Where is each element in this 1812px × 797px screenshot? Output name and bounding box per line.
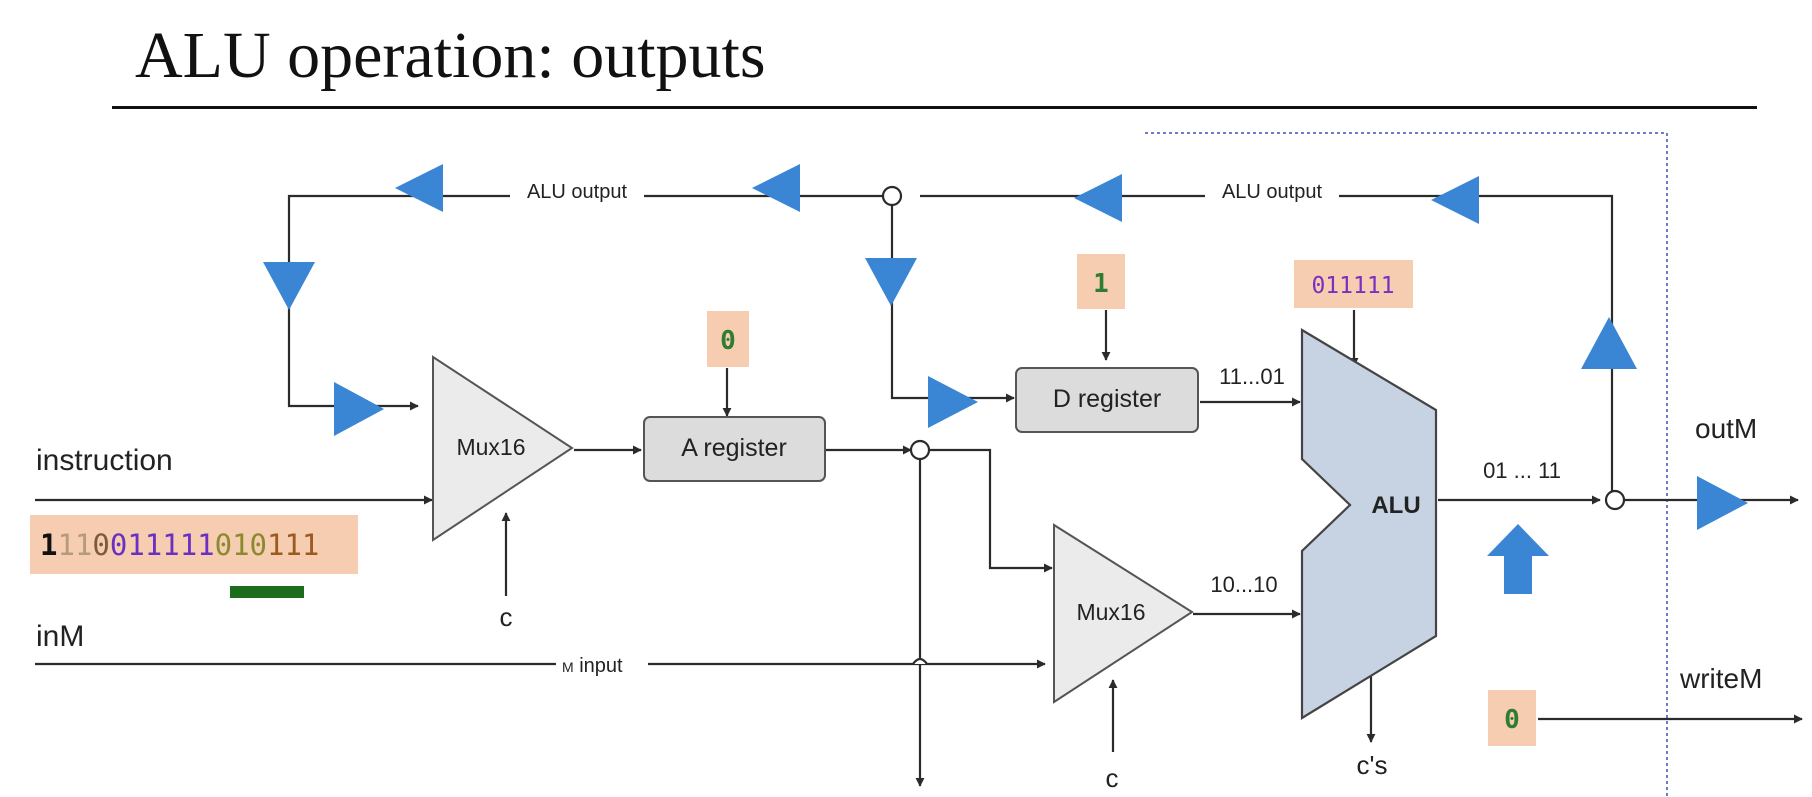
a-load-bit: 0 — [720, 326, 736, 356]
instruction-bits-unused: 11 — [57, 528, 92, 562]
alu-out-label: 01 ... 11 — [1483, 458, 1561, 483]
mux2-label: Mux16 — [1076, 599, 1145, 625]
instruction-bits-comp: 011111 — [110, 528, 215, 562]
alu-control-bits: 011111 — [1311, 273, 1394, 299]
alu-output-left-label-bg — [510, 178, 644, 206]
flow-right-arrow-icon — [334, 382, 384, 436]
alu-control-box — [1294, 260, 1413, 308]
alu-output-right-label: ALU output — [1222, 181, 1323, 203]
mux1-control-label: c — [500, 602, 513, 632]
title-underline — [112, 106, 1757, 109]
alu-output-left-label: ALU output — [527, 181, 628, 203]
d-to-alu-label: 11...01 — [1219, 364, 1285, 389]
mux2-control-label: c — [1106, 763, 1119, 793]
a-output-junction — [909, 439, 931, 461]
instruction-bit-type: 1 — [40, 528, 57, 562]
d-register — [1015, 367, 1199, 433]
flow-up-arrow-icon — [1581, 317, 1637, 369]
d-register-label: D register — [1053, 385, 1161, 413]
mux2-to-alu-label: 10...10 — [1210, 572, 1277, 597]
instruction-label: instruction — [36, 444, 173, 477]
m-input-label-text: input — [574, 655, 623, 677]
wire-crossover-hop — [912, 657, 928, 665]
flow-down-arrow-icon — [263, 262, 315, 310]
in-m-label: inM — [36, 620, 84, 653]
instruction-bits-jump: 111 — [267, 528, 319, 562]
a-output-to-mux2-wire — [929, 448, 1053, 573]
instruction-bits-box — [30, 515, 358, 574]
alu-output-split-junction — [1604, 489, 1626, 511]
a-load-bit-box — [707, 311, 749, 367]
write-m-bit-box — [1488, 690, 1536, 746]
instruction-bit-a: 0 — [92, 528, 109, 562]
mux2-chip — [1053, 523, 1194, 704]
alu-chip — [1300, 328, 1438, 720]
alu-output-right-label-bg — [1205, 178, 1339, 206]
flow-left-arrow-icon — [1431, 176, 1479, 224]
a-register — [643, 416, 826, 482]
flow-right-arrow-icon — [1697, 476, 1748, 530]
m-input-label-small: M — [562, 659, 574, 675]
out-m-label: outM — [1695, 413, 1757, 444]
flow-up-arrow-icon — [1487, 524, 1549, 594]
alu-output-to-mux1-wire — [287, 194, 889, 411]
write-m-bit: 0 — [1504, 705, 1520, 735]
flow-left-arrow-icon — [395, 164, 443, 212]
d-load-bit-box — [1077, 254, 1125, 309]
write-m-label: writeM — [1679, 663, 1762, 694]
flow-down-arrow-icon — [865, 258, 917, 306]
alu-flags-label: c's — [1357, 750, 1388, 780]
mux1-label: Mux16 — [456, 434, 525, 460]
m-input-label-bg — [556, 652, 648, 678]
alu-label: ALU — [1371, 492, 1420, 519]
instruction-highlight-bar — [230, 586, 304, 598]
m-input-label: M input — [562, 655, 623, 677]
instruction-bits-dest: 010 — [215, 528, 267, 562]
alu-output-feedback-wire — [920, 194, 1614, 498]
alu-output-junction — [881, 185, 903, 207]
flow-left-arrow-icon — [752, 164, 800, 212]
flow-left-arrow-icon — [1074, 174, 1122, 222]
alu-output-to-d-register-wire — [890, 206, 1015, 403]
flow-right-arrow-icon — [928, 376, 978, 428]
instruction-bits: 1110011111010111 — [40, 528, 319, 562]
mux1-chip — [432, 355, 574, 542]
a-register-label: A register — [681, 434, 787, 462]
slide-title: ALU operation: outputs — [135, 19, 766, 92]
d-load-bit: 1 — [1093, 269, 1109, 299]
